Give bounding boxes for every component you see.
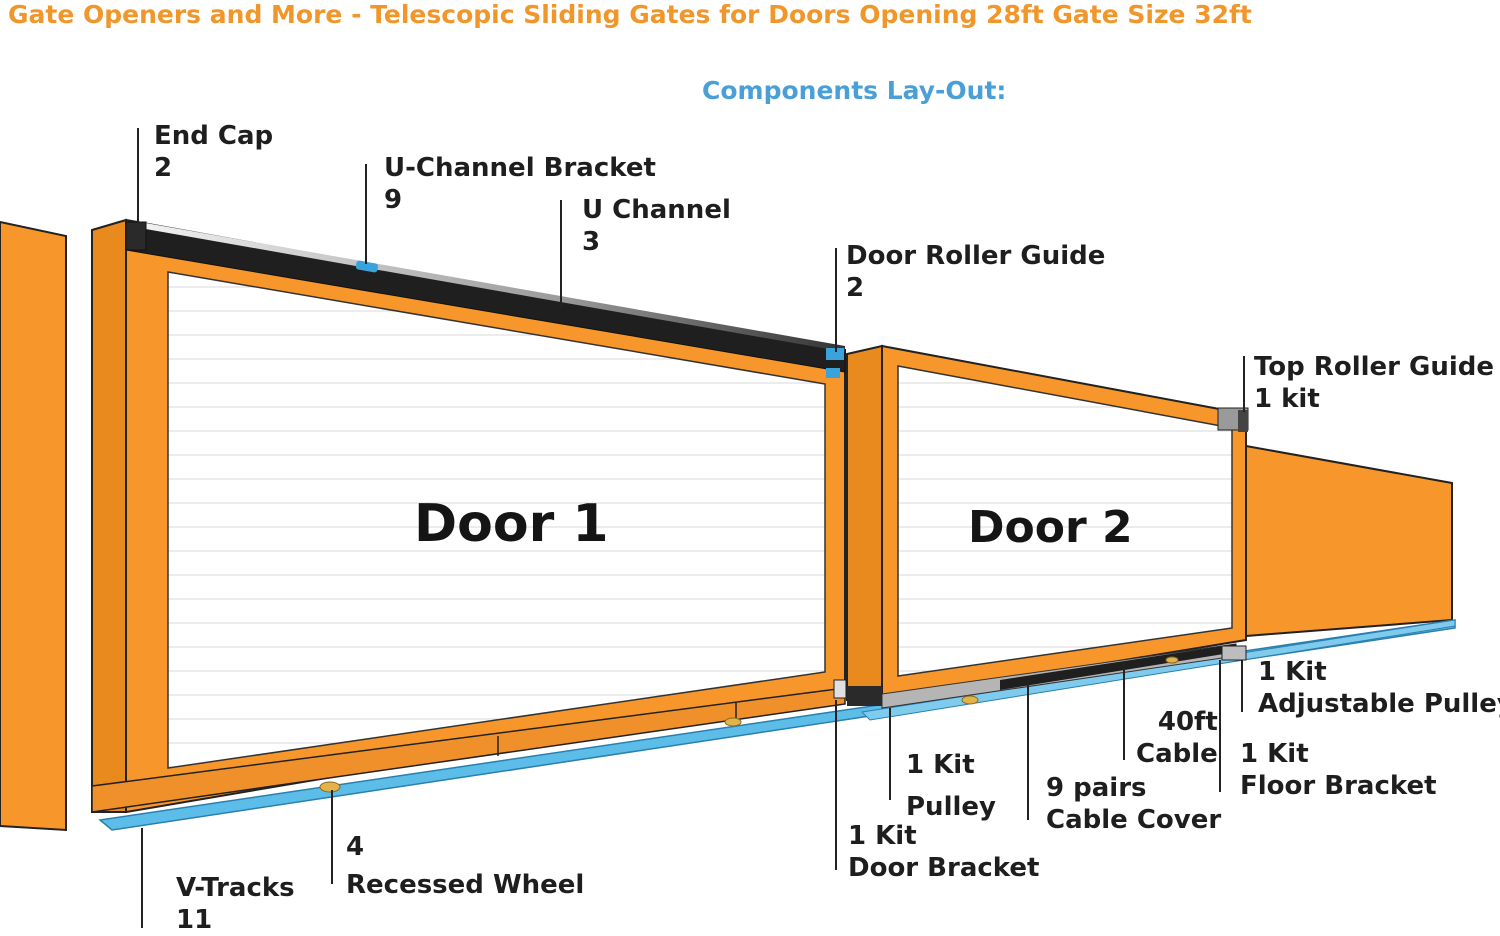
end-cap — [125, 221, 147, 251]
door1-panel — [167, 271, 826, 769]
u-channel-bracket — [355, 260, 379, 273]
floor-bracket-qty: 1 Kit — [1240, 739, 1309, 769]
label-cable-cover: 9 pairs Cable Cover — [1046, 772, 1221, 836]
pulley — [847, 686, 882, 706]
label-v-tracks: V-Tracks 11 — [176, 872, 295, 936]
diagram-subtitle: Components Lay-Out: — [702, 76, 1007, 105]
u-channel-bracket-qty: 9 — [384, 185, 403, 215]
cable-cover-name: Cable Cover — [1046, 805, 1222, 835]
door-roller-guide-bottom — [826, 368, 840, 378]
top-roller-guide-name: Top Roller Guide — [1254, 352, 1495, 382]
v-track-rear — [860, 619, 1456, 721]
door-bracket-qty: 1 Kit — [848, 821, 917, 851]
label-cable: 40ft Cable — [1136, 706, 1218, 770]
label-floor-bracket: 1 Kit Floor Bracket — [1240, 738, 1437, 802]
u-channel-qty: 3 — [582, 227, 601, 257]
label-recessed-wheel: 4 Recessed Wheel — [346, 828, 584, 904]
label-adjustable-pulley: 1 Kit Adjustable Pulley — [1258, 656, 1500, 720]
top-roller-guide-wheel — [1238, 410, 1248, 432]
adjustable-pulley-name: Adjustable Pulley — [1258, 689, 1500, 719]
door2-bottom-channel — [1000, 644, 1236, 690]
label-end-cap: End Cap 2 — [154, 120, 273, 184]
label-door-roller-guide: Door Roller Guide 2 — [846, 240, 1105, 304]
cable-qty: 40ft — [1157, 707, 1218, 737]
v-tracks-name: V-Tracks — [176, 873, 295, 903]
cable-cover-qty: 9 pairs — [1046, 773, 1147, 803]
page-title: Gate Openers and More - Telescopic Slidi… — [8, 0, 1252, 29]
floor-bracket-name: Floor Bracket — [1240, 771, 1437, 801]
door-bracket — [833, 679, 847, 699]
door-bracket-name: Door Bracket — [848, 853, 1040, 883]
label-u-channel-bracket: U-Channel Bracket 9 — [384, 152, 656, 216]
pulley-qty: 1 Kit — [906, 750, 975, 780]
recessed-wheel — [1165, 656, 1179, 664]
end-cap-name: End Cap — [154, 121, 274, 151]
recessed-wheel-qty: 4 — [346, 832, 365, 862]
recessed-wheel-name: Recessed Wheel — [346, 870, 585, 900]
label-u-channel: U Channel 3 — [582, 194, 731, 258]
recessed-wheel — [961, 695, 979, 705]
pulley-name: Pulley — [906, 792, 996, 822]
label-pulley: 1 Kit Pulley — [906, 744, 996, 828]
adjustable-pulley-qty: 1 Kit — [1258, 657, 1327, 687]
label-door-bracket: 1 Kit Door Bracket — [848, 820, 1039, 884]
u-channel-bracket-name: U-Channel Bracket — [384, 153, 656, 183]
door2-frame-edge — [846, 344, 883, 701]
u-channel-top — [140, 222, 845, 352]
top-roller-guide-qty: 1 kit — [1254, 384, 1320, 414]
door-roller-guide-top — [826, 348, 844, 360]
end-cap-qty: 2 — [154, 153, 173, 183]
door-roller-guide-qty: 2 — [846, 273, 865, 303]
door1-bottom-rail — [91, 687, 846, 813]
recessed-wheel — [319, 781, 341, 793]
u-channel-name: U Channel — [582, 195, 731, 225]
label-top-roller-guide: Top Roller Guide 1 kit — [1254, 351, 1494, 415]
v-tracks-qty: 11 — [176, 905, 213, 935]
door2-label: Door 2 — [968, 502, 1133, 553]
cable-name: Cable — [1136, 739, 1218, 769]
floor-bracket — [1221, 645, 1247, 661]
right-wall — [1245, 444, 1453, 638]
door1-frame-edge — [91, 218, 127, 813]
left-wall — [0, 220, 67, 832]
leader-lines — [137, 128, 1245, 928]
door1-label: Door 1 — [414, 494, 609, 554]
recessed-wheel — [724, 717, 742, 727]
door-roller-guide-name: Door Roller Guide — [846, 241, 1106, 271]
door2-panel — [897, 365, 1233, 677]
